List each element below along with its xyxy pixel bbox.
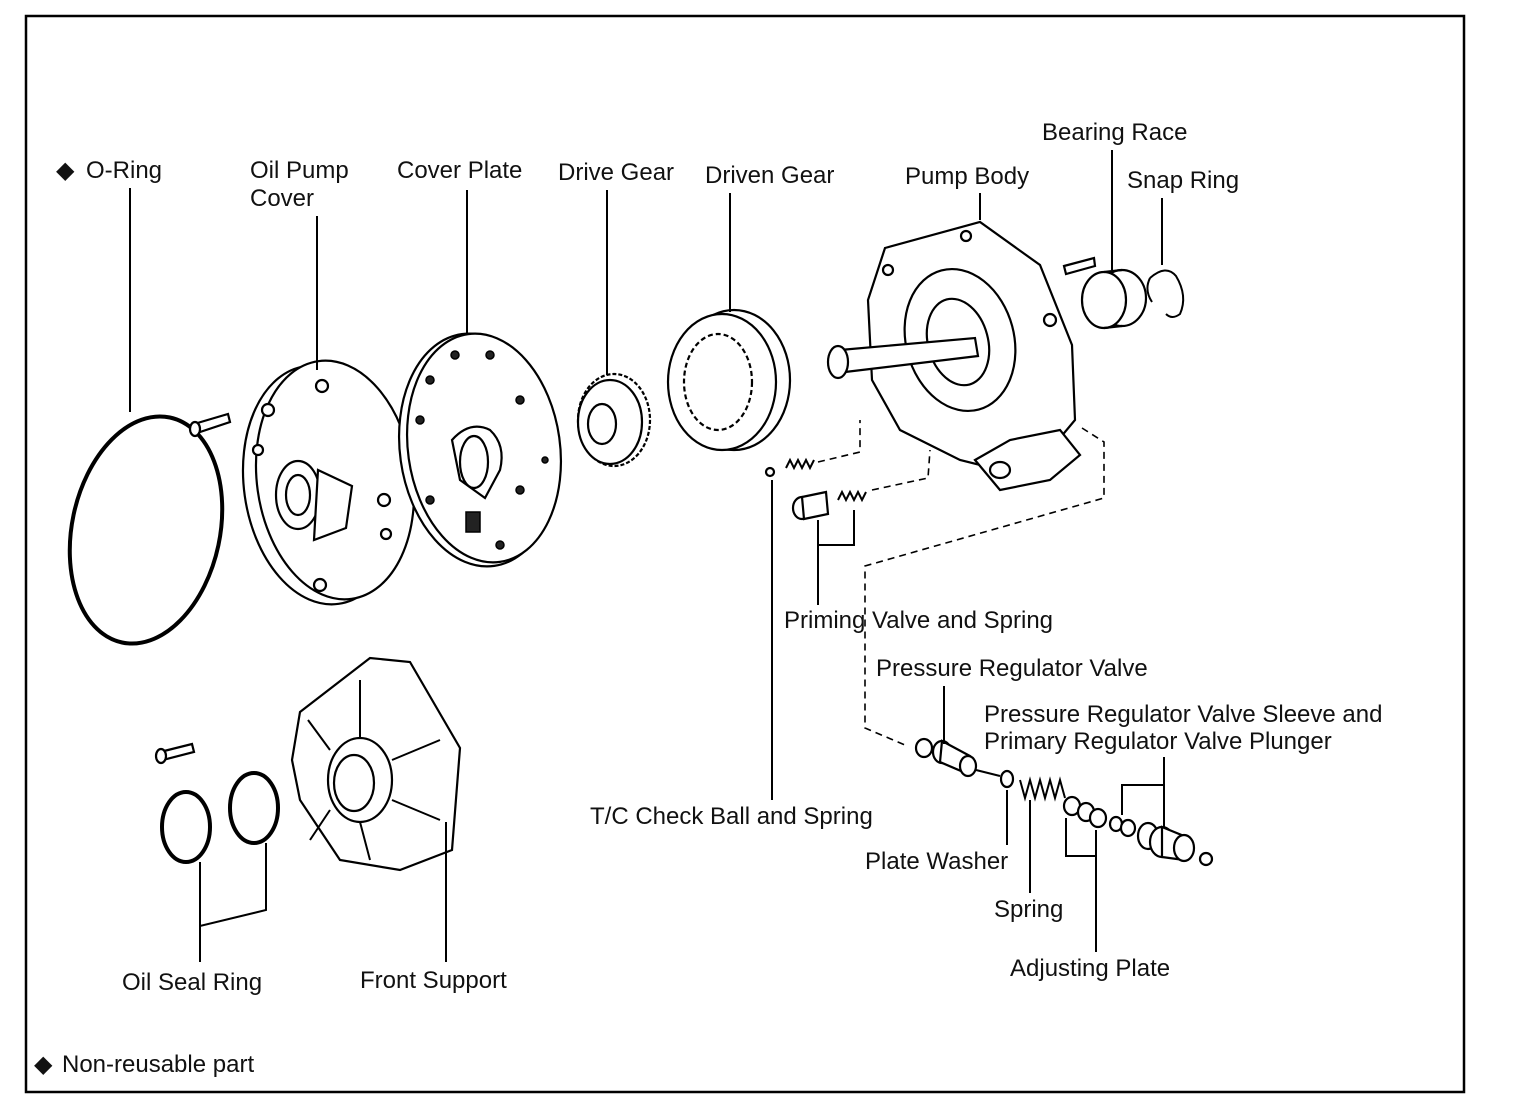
regulator-sleeve-label-line1: Pressure Regulator Valve Sleeve and — [984, 701, 1382, 728]
bearing-race-label: Bearing Race — [1042, 119, 1187, 146]
bolt-part — [154, 742, 196, 765]
drive-gear-label: Drive Gear — [558, 159, 674, 186]
adjusting-plate-label: Adjusting Plate — [1010, 955, 1170, 982]
regulator-sleeve-plunger-part — [1108, 815, 1214, 867]
oil-pump-cover-part — [241, 359, 416, 606]
front-support-label: Front Support — [360, 967, 507, 994]
oil-pump-cover-label-line1: Oil Pump — [250, 157, 349, 184]
driven-gear-part — [666, 308, 792, 452]
o-ring-diamond-icon: ◆ — [56, 157, 75, 184]
pump-body-label: Pump Body — [905, 163, 1029, 190]
spring-part — [1019, 776, 1066, 802]
priming-valve-part — [791, 489, 867, 521]
diagram-frame — [24, 14, 1466, 1094]
pressure-regulator-valve-label: Pressure Regulator Valve — [876, 655, 1148, 682]
plate-washer-label: Plate Washer — [865, 848, 1008, 875]
bolt-part — [188, 412, 232, 438]
oil-pump-cover-label-line2: Cover — [250, 185, 314, 212]
check-ball-spring-part — [764, 457, 815, 478]
oil-seal-ring-label: Oil Seal Ring — [122, 969, 262, 996]
legend-diamond-icon: ◆ — [34, 1051, 53, 1078]
bearing-race-part — [1080, 268, 1148, 330]
plate-washer-part — [999, 769, 1015, 789]
driven-gear-label: Driven Gear — [705, 162, 834, 189]
o-ring-part — [67, 414, 225, 646]
front-support-part — [290, 656, 462, 872]
spring-label: Spring — [994, 896, 1063, 923]
pump-body-part — [826, 220, 1082, 492]
o-ring-label: O-Ring — [86, 157, 162, 184]
pressure-regulator-valve-part — [914, 737, 1001, 778]
regulator-sleeve-label-line2: Primary Regulator Valve Plunger — [984, 728, 1332, 755]
oil-seal-ring-part — [160, 771, 280, 864]
cover-plate-part — [397, 332, 563, 568]
tc-check-ball-label: T/C Check Ball and Spring — [590, 803, 873, 830]
snap-ring-part — [1146, 269, 1185, 318]
adjusting-plate-part — [1062, 795, 1108, 829]
bolt-part — [1062, 256, 1097, 276]
drive-gear-part — [576, 372, 652, 468]
snap-ring-label: Snap Ring — [1127, 167, 1239, 194]
priming-valve-label: Priming Valve and Spring — [784, 607, 1053, 634]
legend-label: Non-reusable part — [62, 1051, 254, 1078]
cover-plate-label: Cover Plate — [397, 157, 522, 184]
